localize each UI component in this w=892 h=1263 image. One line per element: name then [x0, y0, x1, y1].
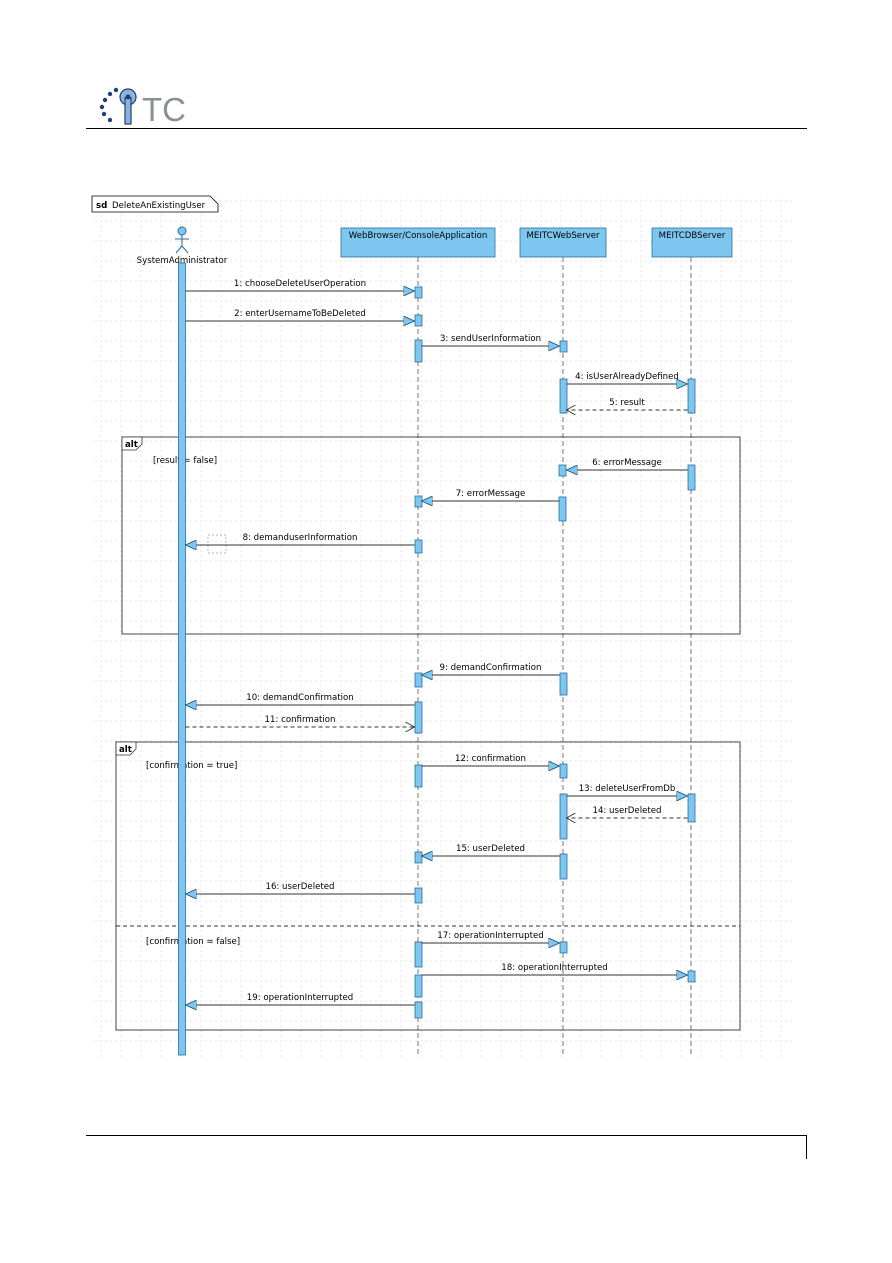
- message-label: 10: demandConfirmation: [246, 693, 353, 703]
- activation-bar: [414, 851, 423, 864]
- actor-label: SystemAdministrator: [137, 256, 228, 266]
- alt-keyword: alt: [125, 440, 138, 450]
- note-box: [207, 534, 227, 554]
- star-ring-icon: [99, 87, 119, 123]
- frame-keyword: sd: [96, 201, 107, 211]
- activation-bar: [178, 262, 186, 1056]
- grid-background: [92, 196, 792, 1060]
- activation-bar: [414, 339, 423, 363]
- activation-bar: [559, 672, 568, 696]
- logo-emblem: TC: [99, 87, 186, 128]
- company-logo: TC: [96, 84, 196, 128]
- activation-bar: [414, 314, 423, 327]
- message-label: 3: sendUserInformation: [440, 334, 541, 344]
- message-label: 7: errorMessage: [456, 489, 526, 499]
- lifeline-label-web: WebBrowser/ConsoleApplication: [349, 231, 488, 241]
- logo-text: TC: [142, 91, 186, 128]
- actor-system-administrator: SystemAdministrator: [137, 226, 228, 266]
- message-label: 19: operationInterrupted: [247, 993, 353, 1003]
- activation-bar: [687, 378, 696, 414]
- message-label: 4: isUserAlreadyDefined: [575, 372, 679, 382]
- activation-bar: [559, 853, 568, 880]
- message-label: 9: demandConfirmation: [440, 663, 542, 673]
- stick-figure-icon: [175, 226, 189, 254]
- message-label: 16: userDeleted: [266, 882, 335, 892]
- activation-bar: [414, 764, 423, 788]
- activation-bar: [559, 793, 568, 840]
- message-label: 11: confirmation: [265, 715, 336, 725]
- message-label: 1: chooseDeleteUserOperation: [234, 279, 366, 289]
- guard-confirmation-false: [confirmation = false]: [146, 937, 240, 947]
- lifeline-label-srv: MEITCWebServer: [526, 231, 600, 241]
- activation-bar: [414, 941, 423, 968]
- footer-divider: [86, 1135, 807, 1136]
- lifeline-head-db: MEITCDBServer: [651, 227, 733, 258]
- activation-bar: [558, 496, 567, 522]
- activation-bar: [687, 793, 696, 823]
- message-label: 14: userDeleted: [593, 806, 662, 816]
- guard-confirmation-true: [confirmation = true]: [146, 761, 237, 771]
- activation-bar: [558, 464, 567, 477]
- lifeline-head-web: WebBrowser/ConsoleApplication: [340, 227, 496, 258]
- activation-bar: [559, 763, 568, 779]
- frame-name: DeleteAnExistingUser: [112, 201, 206, 211]
- activation-bar: [414, 1001, 423, 1019]
- message-label: 12: confirmation: [455, 754, 526, 764]
- message-label: 17: operationInterrupted: [437, 931, 543, 941]
- activation-bar: [414, 286, 423, 299]
- message-label: 5: result: [609, 398, 645, 408]
- activation-bar: [687, 464, 696, 491]
- lifeline-head-srv: MEITCWebServer: [519, 227, 607, 258]
- messages: 1: chooseDeleteUserOperation 2: enterUser…: [186, 279, 688, 1005]
- message-label: 6: errorMessage: [592, 458, 662, 468]
- activation-bar: [414, 495, 423, 508]
- footer-tick: [806, 1135, 807, 1159]
- activation-bar: [559, 378, 568, 414]
- activation-bar: [559, 941, 568, 954]
- activation-bar: [687, 970, 696, 983]
- activation-bar: [414, 701, 423, 734]
- message-label: 8: demanduserInformation: [243, 533, 358, 543]
- header-divider: [86, 128, 807, 129]
- activation-bar: [414, 672, 423, 688]
- activation-bar: [414, 887, 423, 904]
- message-label: 2: enterUsernameToBeDeleted: [234, 309, 366, 319]
- lifeline-label-db: MEITCDBServer: [659, 231, 726, 241]
- activation-bar: [559, 340, 568, 353]
- message-label: 15: userDeleted: [456, 844, 525, 854]
- sd-frame-tag: sd DeleteAnExistingUser: [91, 195, 219, 213]
- alt-keyword: alt: [119, 745, 132, 755]
- message-label: 13: deleteUserFromDb: [579, 784, 676, 794]
- alt-fragment-confirmation: alt [confirmation = true] [confirmation …: [115, 741, 741, 1031]
- message-label: 18: operationInterrupted: [501, 963, 607, 973]
- activation-bar: [414, 974, 423, 998]
- activation-bar: [414, 539, 423, 554]
